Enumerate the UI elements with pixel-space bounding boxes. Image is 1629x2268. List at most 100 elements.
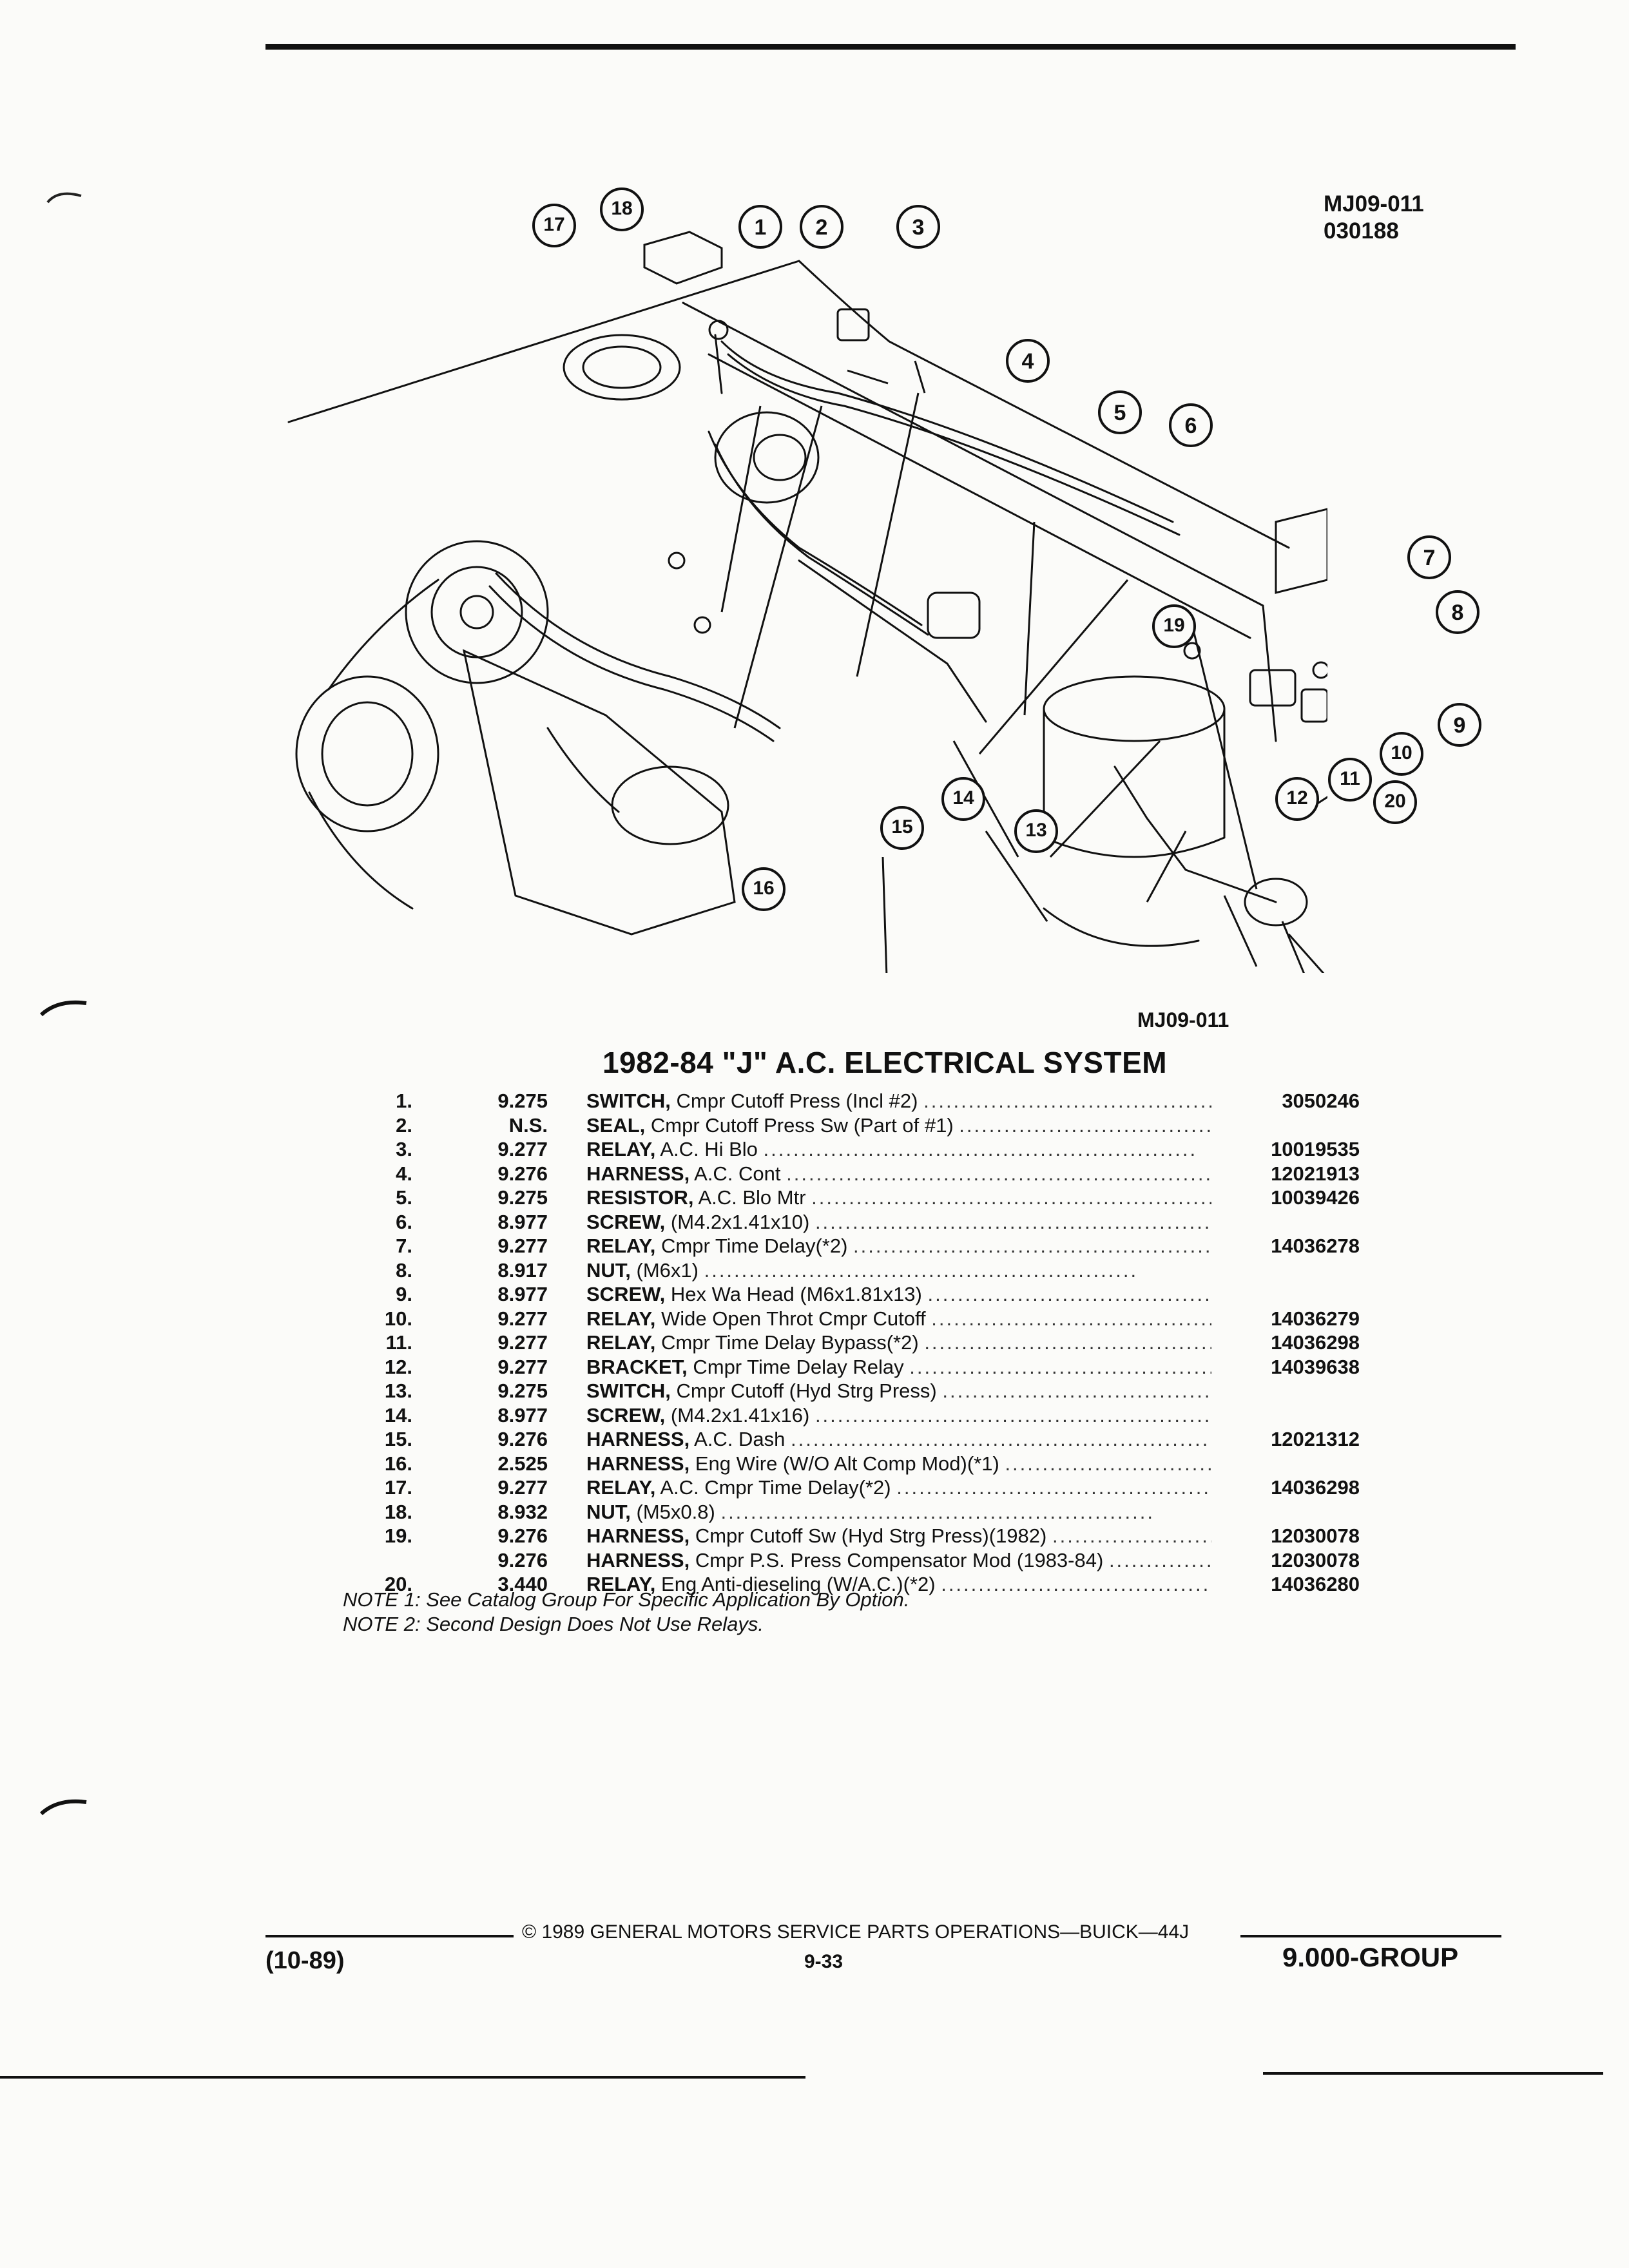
part-keyword: SEAL,: [586, 1113, 646, 1137]
page-title: 1982-84 "J" A.C. ELECTRICAL SYSTEM: [602, 1046, 1168, 1079]
part-detail: A.C. Dash: [694, 1428, 786, 1450]
item-number: 4.: [396, 1162, 412, 1185]
group-number: 9.277: [497, 1235, 548, 1257]
item-number: 5.: [396, 1186, 412, 1209]
callout-20: 20: [1384, 791, 1406, 812]
part-number: 12030078: [1271, 1524, 1360, 1547]
part-detail: (M6x1): [636, 1258, 699, 1282]
part-keyword: RESISTOR,: [586, 1186, 694, 1209]
part-keyword: SWITCH,: [586, 1379, 671, 1402]
part-description: SCREW, (M4.2x1.41x16) ..................…: [586, 1403, 1211, 1427]
notes: NOTE 1: See Catalog Group For Specific A…: [343, 1588, 909, 1637]
part-detail: Cmpr Cutoff (Hyd Strg Press): [676, 1379, 937, 1402]
item-number: 16.: [384, 1452, 412, 1475]
part-description: NUT, (M6x1) ............................…: [586, 1258, 1139, 1282]
part-number: 3050246: [1282, 1090, 1360, 1112]
callout-10: 10: [1391, 742, 1412, 764]
group-number: 8.977: [497, 1283, 548, 1305]
part-detail: Eng Wire (W/O Alt Comp Mod)(*1): [695, 1452, 999, 1475]
part-number: 10019535: [1271, 1138, 1360, 1160]
callout-2: 2: [815, 215, 828, 240]
part-description: RELAY, A.C. Hi Blo .....................…: [586, 1138, 1198, 1160]
part-detail: Hex Wa Head (M6x1.81x13): [670, 1283, 922, 1305]
group-number: 9.277: [497, 1138, 548, 1160]
part-keyword: RELAY,: [586, 1307, 656, 1330]
part-detail: A.C. Cmpr Time Delay(*2): [660, 1476, 891, 1499]
part-keyword: NUT,: [586, 1500, 631, 1523]
diagram-caption-code: MJ09-011: [1137, 1008, 1229, 1032]
part-detail: A.C. Blo Mtr: [698, 1186, 806, 1209]
item-number: 1.: [396, 1090, 412, 1112]
part-keyword: RELAY,: [586, 1138, 656, 1160]
item-number: 10.: [384, 1307, 412, 1330]
group-number: 9.277: [497, 1476, 548, 1499]
part-detail: (M5x0.8): [636, 1500, 715, 1523]
item-number: 20.: [384, 1573, 412, 1595]
item-number: 11.: [385, 1331, 412, 1354]
part-number: 12021312: [1271, 1428, 1360, 1450]
part-detail: Cmpr P.S. Press Compensator Mod (1983-84…: [695, 1548, 1104, 1571]
part-description: SEAL, Cmpr Cutoff Press Sw (Part of #1) …: [586, 1113, 1211, 1137]
part-description: SCREW, (M4.2x1.41x10) ..................…: [586, 1210, 1211, 1233]
footer-rule-left: [265, 1935, 514, 1937]
footer-page-number: 9-33: [804, 1951, 843, 1972]
part-detail: A.C. Hi Blo: [660, 1138, 758, 1160]
figure-date-code: 030188: [1324, 218, 1399, 244]
part-description: RELAY, Eng Anti-dieseling (W/A.C.)(*2) .…: [586, 1573, 1211, 1595]
item-number: 19.: [384, 1524, 412, 1547]
part-detail: Cmpr Cutoff Press (Incl #2): [676, 1090, 918, 1112]
margin-mark-1: [46, 192, 82, 204]
part-description: SWITCH, Cmpr Cutoff (Hyd Strg Press) ...…: [586, 1379, 1211, 1402]
callout-15: 15: [891, 816, 913, 838]
part-keyword: HARNESS,: [586, 1162, 690, 1185]
group-number: 2.525: [497, 1452, 548, 1475]
part-description: RESISTOR, A.C. Blo Mtr .................…: [586, 1186, 1211, 1209]
part-number: 14036280: [1271, 1573, 1360, 1595]
callout-5: 5: [1113, 401, 1126, 425]
part-detail: Cmpr Time Delay(*2): [661, 1235, 848, 1257]
part-description: NUT, (M5x0.8) ..........................…: [586, 1500, 1155, 1523]
callout-14: 14: [952, 787, 974, 809]
callout-12: 12: [1286, 787, 1308, 809]
part-number: 14036298: [1271, 1331, 1360, 1354]
item-number: 17.: [384, 1476, 412, 1499]
part-number: 12030078: [1271, 1548, 1360, 1571]
group-number: 9.277: [497, 1355, 548, 1378]
item-number: 13.: [384, 1379, 412, 1402]
group-number: 9.276: [497, 1548, 548, 1571]
note-1: NOTE 1: See Catalog Group For Specific A…: [343, 1588, 910, 1611]
part-detail: Eng Anti-dieseling (W/A.C.)(*2): [661, 1573, 936, 1595]
margin-mark-3: [39, 1799, 87, 1816]
callout-13: 13: [1025, 820, 1047, 841]
footer-group: 9.000-GROUP: [1282, 1942, 1459, 1972]
callout-3: 3: [912, 215, 925, 240]
figure-code-block: MJ09-011 030188: [1324, 191, 1424, 245]
part-number: 10039426: [1271, 1186, 1360, 1209]
group-number: 9.275: [497, 1186, 548, 1209]
item-number: 3.: [396, 1138, 412, 1160]
part-description: SWITCH, Cmpr Cutoff Press (Incl #2) ....…: [586, 1090, 1211, 1112]
callout-7: 7: [1423, 546, 1436, 570]
part-description: HARNESS, Cmpr Cutoff Sw (Hyd Strg Press)…: [586, 1524, 1211, 1547]
part-number: 14039638: [1271, 1355, 1360, 1378]
ac-electrical-diagram: [287, 231, 1327, 973]
part-keyword: SCREW,: [586, 1403, 666, 1427]
item-number: 9.: [396, 1283, 412, 1305]
part-keyword: NUT,: [586, 1258, 631, 1282]
top-rule: [265, 44, 1516, 50]
group-number: 9.275: [497, 1090, 548, 1112]
item-number: 8.: [396, 1258, 412, 1282]
part-detail: A.C. Cont: [694, 1162, 781, 1185]
group-number: 8.977: [497, 1210, 548, 1233]
callout-18: 18: [611, 198, 633, 219]
